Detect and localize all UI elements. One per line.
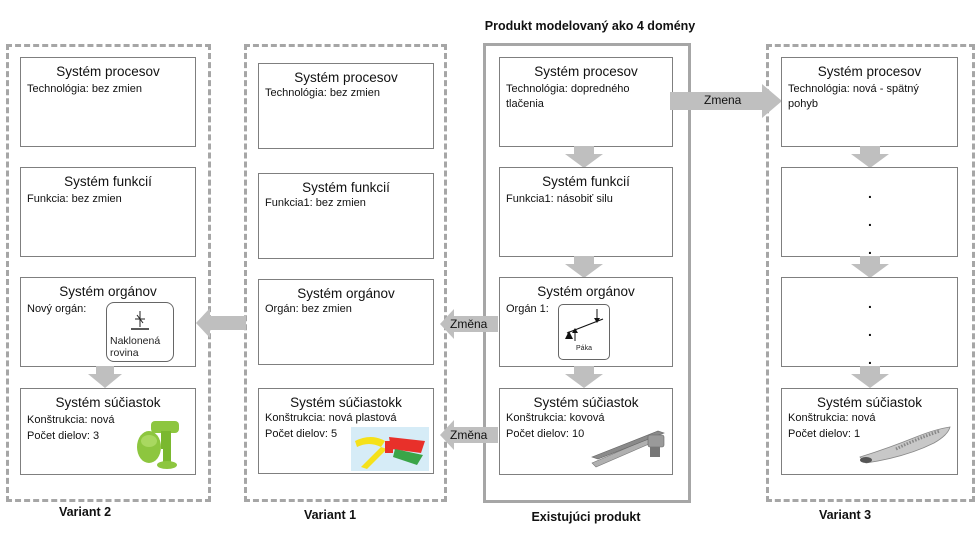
ex-arrow-process-to-function xyxy=(565,146,603,168)
v2-parts-text2: Počet dielov: 3 xyxy=(27,430,100,442)
v2-parts-title: Systém súčiastok xyxy=(55,395,161,410)
v3-organ-box: ... xyxy=(781,277,958,367)
variant1-frame xyxy=(244,44,447,502)
inclined-plane-image: Naklonená rovina xyxy=(106,302,174,362)
v2-organ-title: Systém orgánov xyxy=(59,284,157,299)
ex-process-box: Systém procesov Technológia: dopredného … xyxy=(499,57,673,147)
v1-process-box: Systém procesov Technológia: bez zmien xyxy=(258,63,434,149)
diagram-title: Produkt modelovaný ako 4 domény xyxy=(484,19,696,33)
zmena-process-label: Zmena xyxy=(704,93,742,107)
inclined-plane-icon xyxy=(131,311,149,330)
variant1-label: Variant 1 xyxy=(303,508,357,522)
v3-organ-ellipsis: ... xyxy=(868,295,872,367)
zmena-parts-label: Změna xyxy=(450,428,488,442)
v3-process-box: Systém procesov Technológia: nová - spät… xyxy=(781,57,958,147)
v3-parts-text2: Počet dielov: 1 xyxy=(788,428,861,440)
ex-organ-box: Systém orgánov Orgán 1: Páka xyxy=(499,277,673,367)
existing-product-frame xyxy=(483,43,691,503)
ex-process-text1: Technológia: dopredného xyxy=(506,83,630,95)
zmena-parts-arrow xyxy=(440,420,498,450)
v2-parts-text1: Konštrukcia: nová xyxy=(27,414,115,426)
v3-process-text1: Technológia: nová - spätný xyxy=(788,83,919,95)
v2-organ-box: Systém orgánov Nový orgán: Naklonená rov… xyxy=(20,277,196,367)
v3-arrow-1 xyxy=(851,146,889,168)
v1-function-box: Systém funkcií Funkcia1: bez zmien xyxy=(258,173,434,259)
v1-parts-text1: Konštrukcia: nová plastová xyxy=(265,412,397,424)
ex-parts-text2: Počet dielov: 10 xyxy=(506,428,585,440)
v3-function-ellipsis: ... xyxy=(868,185,872,257)
ex-parts-text1: Konštrukcia: kovová xyxy=(506,412,605,424)
v2-parts-box: Systém súčiastok Konštrukcia: nová Počet… xyxy=(20,388,196,475)
zmena-process-arrow xyxy=(670,84,782,118)
metal-garlic-press-image xyxy=(591,430,665,468)
variant3-frame xyxy=(766,44,975,502)
v2-arrow-organ-to-parts xyxy=(88,366,122,388)
lever-label: Páka xyxy=(576,345,592,352)
v1-organ-text: Orgán: bez zmien xyxy=(265,303,352,315)
inclined-plane-label: Naklonená rovina xyxy=(110,335,161,359)
v2-process-title: Systém procesov xyxy=(56,64,160,79)
ex-function-box: Systém funkcií Funkcia1: násobiť silu xyxy=(499,167,673,257)
v1-parts-title: Systém súčiastokk xyxy=(290,395,402,410)
variant3-label: Variant 3 xyxy=(818,508,872,522)
v2-process-text: Technológia: bez zmien xyxy=(27,83,142,95)
rocker-garlic-press-image xyxy=(859,426,951,464)
v1-process-text: Technológia: bez zmien xyxy=(265,87,380,99)
ex-function-title: Systém funkcií xyxy=(542,174,630,189)
ex-parts-title: Systém súčiastok xyxy=(533,395,639,410)
existing-product-label: Existujúci produkt xyxy=(531,510,641,524)
ex-arrow-organ-to-parts xyxy=(565,366,603,388)
zmena-organ-label: Změna xyxy=(450,317,488,331)
v2-function-title: Systém funkcií xyxy=(64,174,152,189)
v1-parts-box: Systém súčiastokk Konštrukcia: nová plas… xyxy=(258,388,434,474)
v2-process-box: Systém procesov Technológia: bez zmien xyxy=(20,57,196,147)
ex-parts-box: Systém súčiastok Konštrukcia: kovová Poč… xyxy=(499,388,673,475)
ex-arrow-function-to-organ xyxy=(565,256,603,278)
v3-process-text2: pohyb xyxy=(788,98,818,110)
lever-image: Páka xyxy=(558,304,610,360)
v3-function-box: ... xyxy=(781,167,958,257)
v3-parts-box: Systém súčiastok Konštrukcia: nová Počet… xyxy=(781,388,958,475)
v1-function-title: Systém funkcií xyxy=(302,180,390,195)
v3-process-title: Systém procesov xyxy=(817,64,922,79)
v1-organ-box: Systém orgánov Orgán: bez zmien xyxy=(258,279,434,365)
v2-organ-text: Nový orgán: xyxy=(27,303,87,315)
v3-parts-title: Systém súčiastok xyxy=(816,395,923,410)
variant2-frame xyxy=(6,44,211,502)
v1-parts-text2: Počet dielov: 5 xyxy=(265,428,338,440)
v2-function-text: Funkcia: bez zmien xyxy=(27,193,122,205)
ex-process-text2: tlačenia xyxy=(506,98,544,110)
v3-arrow-2 xyxy=(851,256,889,278)
v3-parts-text1: Konštrukcia: nová xyxy=(788,412,876,424)
v2-function-box: Systém funkcií Funkcia: bez zmien xyxy=(20,167,196,257)
variant2-label: Variant 2 xyxy=(58,505,112,519)
v1-process-title: Systém procesov xyxy=(294,70,398,85)
ex-organ-text: Orgán 1: xyxy=(506,303,549,315)
plastic-garlic-press-image xyxy=(351,427,429,471)
v1-organ-title: Systém orgánov xyxy=(297,286,395,301)
v3-arrow-3 xyxy=(851,366,889,388)
v1-function-text: Funkcia1: bez zmien xyxy=(265,197,366,209)
zmena-organ-arrow xyxy=(440,309,498,339)
green-garlic-press-image xyxy=(137,421,179,469)
lever-icon xyxy=(565,309,604,341)
arrow-variant1-to-variant2 xyxy=(196,308,246,338)
ex-process-title: Systém procesov xyxy=(534,64,638,79)
plastic-press-icon xyxy=(355,437,425,469)
ex-function-text: Funkcia1: násobiť silu xyxy=(506,193,613,205)
ex-organ-title: Systém orgánov xyxy=(537,284,635,299)
